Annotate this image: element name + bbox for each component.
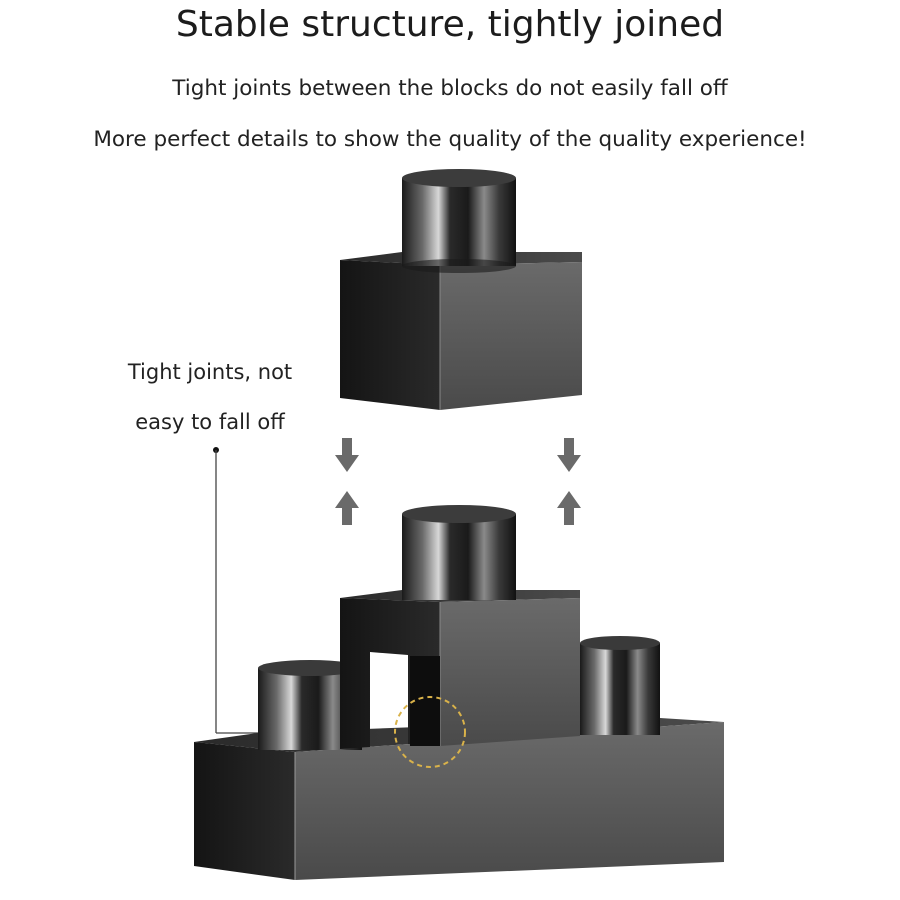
page-title: Stable structure, tightly joined	[175, 4, 725, 45]
subtitle-line-2: More perfect details to show the quality…	[93, 127, 807, 152]
base-stud-right	[580, 636, 660, 735]
arrow-up-icon	[557, 491, 581, 525]
joint-callout: Tight joints, not easy to fall off	[100, 347, 320, 447]
subtitle-line-1: Tight joints between the blocks do not e…	[172, 76, 728, 101]
arrow-down-icon	[335, 438, 359, 472]
top-block	[340, 169, 582, 410]
callout-leader-line	[213, 447, 258, 734]
arrow-down-icon	[557, 438, 581, 472]
joint-highlight-circle	[394, 696, 466, 768]
arrow-up-icon	[335, 491, 359, 525]
callout-line-2: easy to fall off	[135, 410, 285, 434]
callout-line-1: Tight joints, not	[127, 360, 293, 384]
middle-block	[340, 505, 580, 749]
